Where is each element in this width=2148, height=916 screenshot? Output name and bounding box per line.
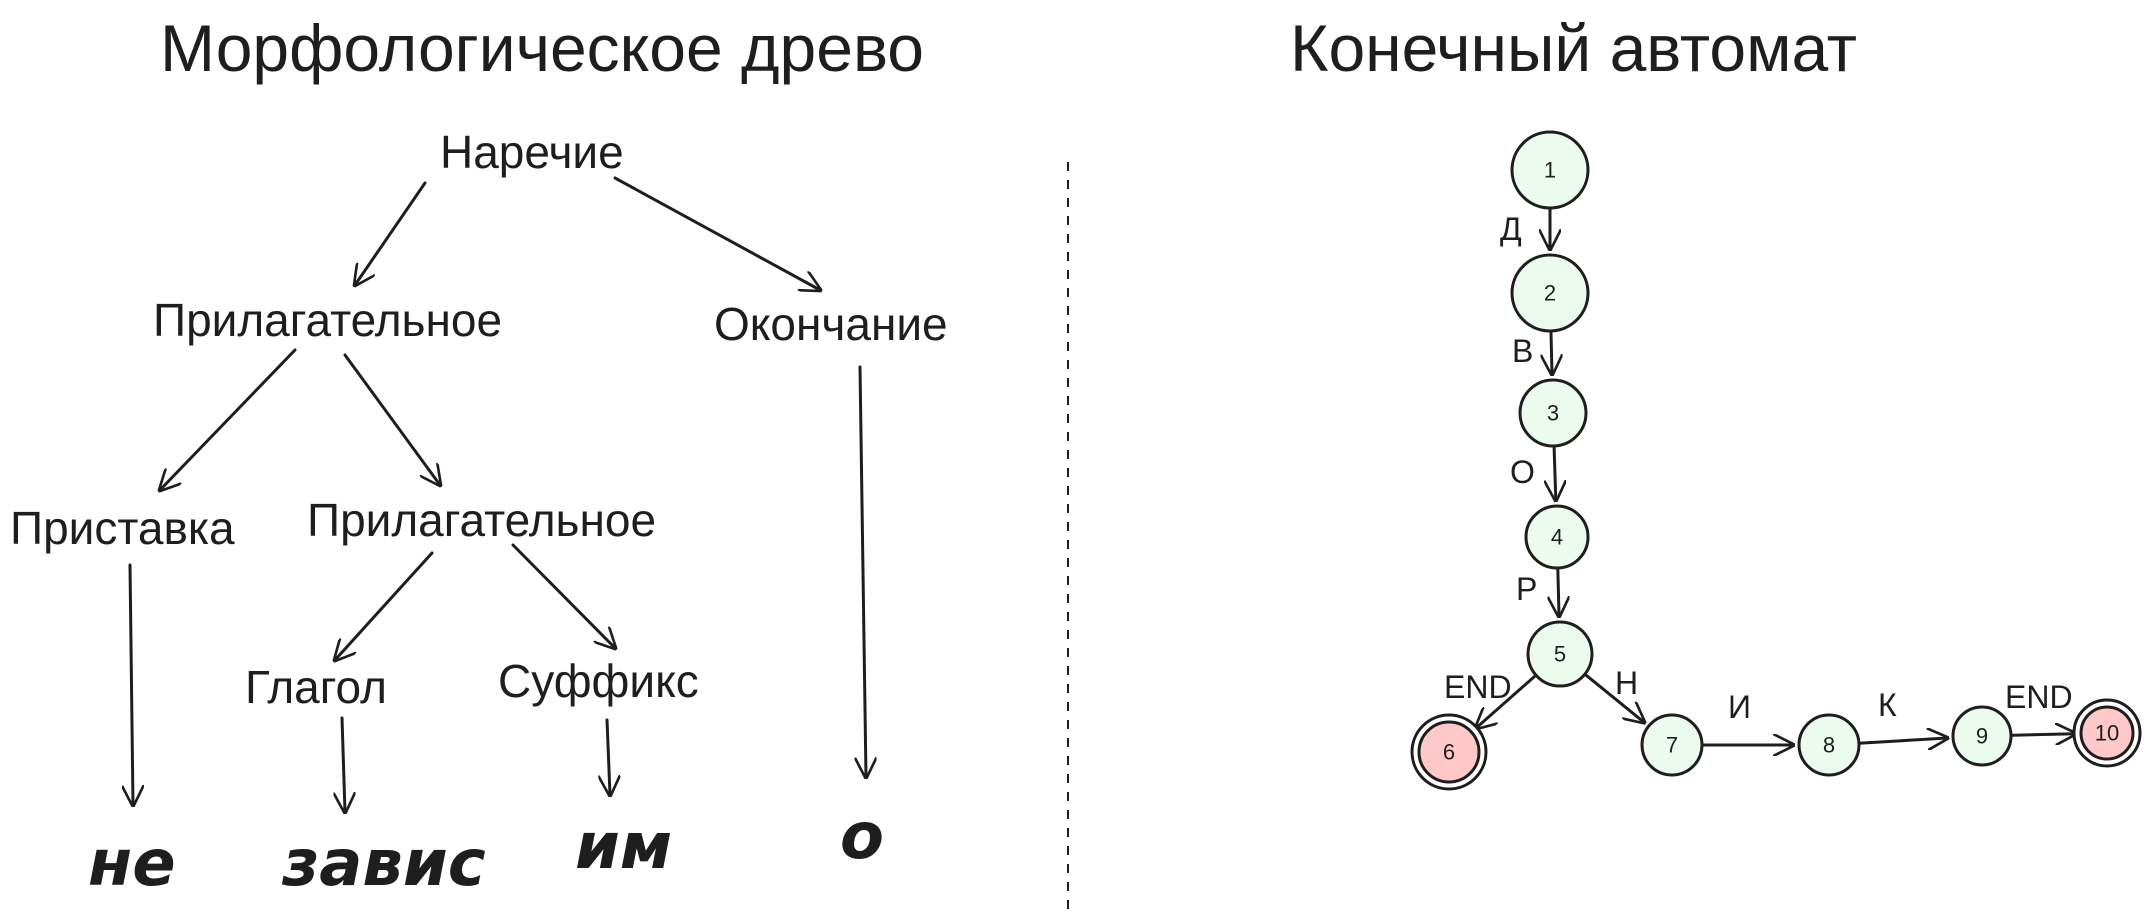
tree-edge-suffix-morpheme: [607, 718, 610, 795]
tree-edge-adj1-adj2: [343, 353, 440, 485]
transition-label-2-3: В: [1512, 333, 1533, 369]
automaton-states: 1 2 3 4 5 6 7 8 9 10: [1410, 130, 2142, 791]
state-5-label: 5: [1554, 642, 1566, 667]
state-5-circle: [1526, 620, 1594, 688]
state-3-circle: [1518, 378, 1588, 448]
morpheme-prefix: не: [88, 827, 176, 901]
tree-nodes: Наречие Прилагательное Окончание Пристав…: [10, 126, 948, 713]
state-1-label: 1: [1544, 158, 1556, 183]
state-4: 4: [1524, 504, 1590, 570]
automaton-transition-labels: Д В О Р END Н И К END: [1444, 211, 2073, 725]
state-10-label: 10: [2095, 721, 2119, 746]
state-9-label: 9: [1976, 724, 1988, 749]
state-1-circle: [1510, 130, 1590, 210]
transition-arrow-4-5: [1558, 568, 1559, 616]
transition-label-9-10: END: [2005, 679, 2073, 715]
state-8-label: 8: [1823, 733, 1835, 758]
transition-label-5-7: Н: [1615, 665, 1638, 701]
tree-edge-verb-morpheme: [342, 716, 345, 812]
tree-node-adjective-inner: Прилагательное: [307, 494, 656, 546]
tree-edge-prefix-morpheme: [130, 563, 133, 805]
transition-label-7-8: И: [1728, 689, 1751, 725]
transition-arrow-5-6: [1476, 675, 1537, 729]
tree-node-verb: Глагол: [245, 661, 387, 713]
state-6-circle: [1417, 720, 1481, 784]
morpheme-words: не завис им о: [88, 800, 884, 901]
automaton-transitions: [1476, 208, 2075, 745]
state-1: 1: [1510, 130, 1590, 210]
state-6-final: 6: [1410, 713, 1488, 791]
tree-node-prefix: Приставка: [10, 502, 235, 554]
state-4-circle: [1524, 504, 1590, 570]
state-3-label: 3: [1547, 401, 1559, 426]
state-9-circle: [1951, 705, 2013, 767]
morpheme-suffix: им: [575, 810, 672, 884]
finite-automaton-title: Конечный автомат: [1290, 11, 1857, 85]
transition-label-5-6: END: [1444, 669, 1512, 705]
transition-label-4-5: Р: [1516, 571, 1537, 607]
state-10-final: 10: [2072, 698, 2142, 768]
state-7-circle: [1640, 713, 1704, 777]
state-2-circle: [1510, 253, 1590, 333]
transition-label-8-9: К: [1878, 687, 1897, 723]
transition-arrow-8-9: [1859, 738, 1947, 743]
state-2: 2: [1510, 253, 1590, 333]
transition-label-1-2: Д: [1500, 211, 1522, 247]
state-8: 8: [1797, 713, 1861, 777]
state-7-label: 7: [1666, 733, 1678, 758]
tree-node-ending: Окончание: [714, 298, 948, 350]
tree-node-adverb: Наречие: [440, 126, 624, 178]
transition-arrow-9-10: [2011, 734, 2075, 735]
transition-arrow-3-4: [1554, 446, 1556, 500]
tree-edge-adj1-prefix: [160, 348, 297, 490]
state-3: 3: [1518, 378, 1588, 448]
tree-edge-root-adj1: [355, 181, 427, 285]
state-10-circle: [2079, 705, 2135, 761]
tree-edge-adj2-verb: [335, 551, 434, 660]
state-9: 9: [1951, 705, 2013, 767]
morphological-tree-title: Морфологическое древо: [160, 11, 924, 85]
tree-edges: [130, 176, 866, 812]
transition-arrow-2-3: [1551, 331, 1552, 374]
tree-edge-root-ending: [613, 176, 820, 290]
transition-arrow-5-7: [1584, 673, 1644, 722]
state-2-label: 2: [1544, 281, 1556, 306]
transition-label-3-4: О: [1510, 454, 1535, 490]
morpheme-verb: завис: [281, 827, 486, 901]
state-5: 5: [1526, 620, 1594, 688]
tree-node-suffix: Суффикс: [498, 655, 699, 707]
state-8-circle: [1797, 713, 1861, 777]
morpheme-ending: о: [840, 800, 884, 874]
tree-edge-ending-morpheme: [860, 365, 866, 777]
state-7: 7: [1640, 713, 1704, 777]
tree-node-adjective-top: Прилагательное: [153, 294, 502, 346]
state-6-label: 6: [1443, 740, 1455, 765]
state-4-label: 4: [1551, 525, 1563, 550]
tree-edge-adj2-suffix: [511, 543, 615, 648]
